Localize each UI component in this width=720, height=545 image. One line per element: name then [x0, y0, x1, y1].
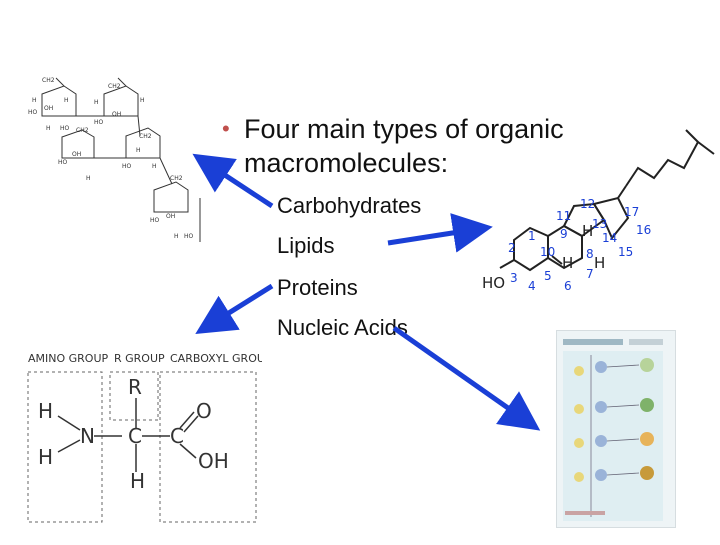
dna-diagram [563, 339, 663, 521]
svg-text:H: H [86, 175, 91, 182]
amino-acid-image: AMINO GROUP R GROUP CARBOXYL GROUP R H N… [22, 348, 272, 540]
svg-text:CH2: CH2 [139, 133, 152, 140]
steroid-label: 11 [556, 209, 571, 223]
svg-text:HO: HO [150, 217, 160, 224]
svg-text:OH: OH [166, 213, 175, 220]
svg-text:H: H [46, 125, 51, 132]
arrow-to-lipid [387, 213, 493, 253]
svg-text:H: H [136, 147, 141, 154]
steroid-ho: HO [482, 274, 505, 292]
svg-text:H: H [140, 97, 145, 104]
steroid-h: H [582, 222, 593, 240]
item-carbohydrates: Carbohydrates [277, 193, 422, 218]
r-group-header: R GROUP [114, 352, 165, 365]
svg-text:H: H [64, 97, 69, 104]
steroid-label: 2 [508, 241, 516, 255]
svg-text:CH2: CH2 [108, 83, 121, 90]
cholesterol-structure: 12 11 13 17 16 1 9 14 15 2 10 8 3 5 7 4 … [482, 129, 715, 293]
steroid-label: 5 [544, 269, 552, 283]
atom-o: O [196, 399, 212, 423]
bullet-text: Four main types of organic macromolecule… [244, 114, 564, 178]
steroid-label: 13 [592, 217, 607, 231]
svg-text:H: H [32, 97, 37, 104]
atom-h: H [38, 445, 53, 469]
svg-text:H: H [174, 233, 179, 240]
steroid-label: 10 [540, 245, 555, 259]
steroid-label: 1 [528, 229, 536, 243]
steroid-label: 15 [618, 245, 633, 259]
steroid-label: 7 [586, 267, 594, 281]
svg-text:HO: HO [184, 233, 194, 240]
item-lipids: Lipids [277, 233, 335, 258]
svg-text:OH: OH [112, 111, 121, 118]
svg-text:H: H [152, 163, 157, 170]
steroid-label: 12 [580, 197, 595, 211]
atom-h: H [130, 469, 145, 493]
steroid-label: 4 [528, 279, 536, 293]
atom-c: C [128, 424, 142, 448]
steroid-label: 9 [560, 227, 568, 241]
steroid-image: 12 11 13 17 16 1 9 14 15 2 10 8 3 5 7 4 … [478, 128, 718, 298]
steroid-h: H [562, 254, 573, 272]
steroid-label: 14 [602, 231, 617, 245]
steroid-label: 17 [624, 205, 639, 219]
steroid-label: 3 [510, 271, 518, 285]
arrow-to-protein [195, 283, 274, 334]
amino-group-header: AMINO GROUP [28, 352, 109, 365]
arrow-to-nucleic-acid [392, 325, 541, 431]
steroid-label: 6 [564, 279, 572, 293]
steroid-label: 8 [586, 247, 594, 261]
svg-text:HO: HO [58, 159, 68, 166]
steroid-h: H [594, 254, 605, 272]
svg-text:H: H [94, 99, 99, 106]
svg-text:CH2: CH2 [42, 77, 55, 84]
svg-text:HO: HO [94, 119, 104, 126]
svg-text:HO: HO [60, 125, 70, 132]
svg-text:CH2: CH2 [76, 127, 89, 134]
svg-text:HO: HO [122, 163, 132, 170]
item-nucleic-acids: Nucleic Acids [277, 315, 408, 340]
arrow-to-carbohydrate [192, 153, 274, 209]
atom-h: H [38, 399, 53, 423]
svg-text:CH2: CH2 [170, 175, 183, 182]
atom-r: R [128, 375, 142, 399]
item-proteins: Proteins [277, 275, 358, 300]
atom-oh: OH [198, 449, 229, 473]
nucleic-acid-image [556, 330, 676, 528]
carboxyl-group-header: CARBOXYL GROUP [170, 352, 262, 365]
svg-text:HO: HO [28, 109, 38, 116]
atom-n: N [80, 424, 95, 448]
atom-c: C [170, 424, 184, 448]
amino-acid-structure: AMINO GROUP R GROUP CARBOXYL GROUP R H N… [27, 352, 272, 523]
svg-text:OH: OH [44, 105, 53, 112]
steroid-label: 16 [636, 223, 651, 237]
bullet-dot-icon: • [222, 116, 230, 141]
svg-text:OH: OH [72, 151, 81, 158]
